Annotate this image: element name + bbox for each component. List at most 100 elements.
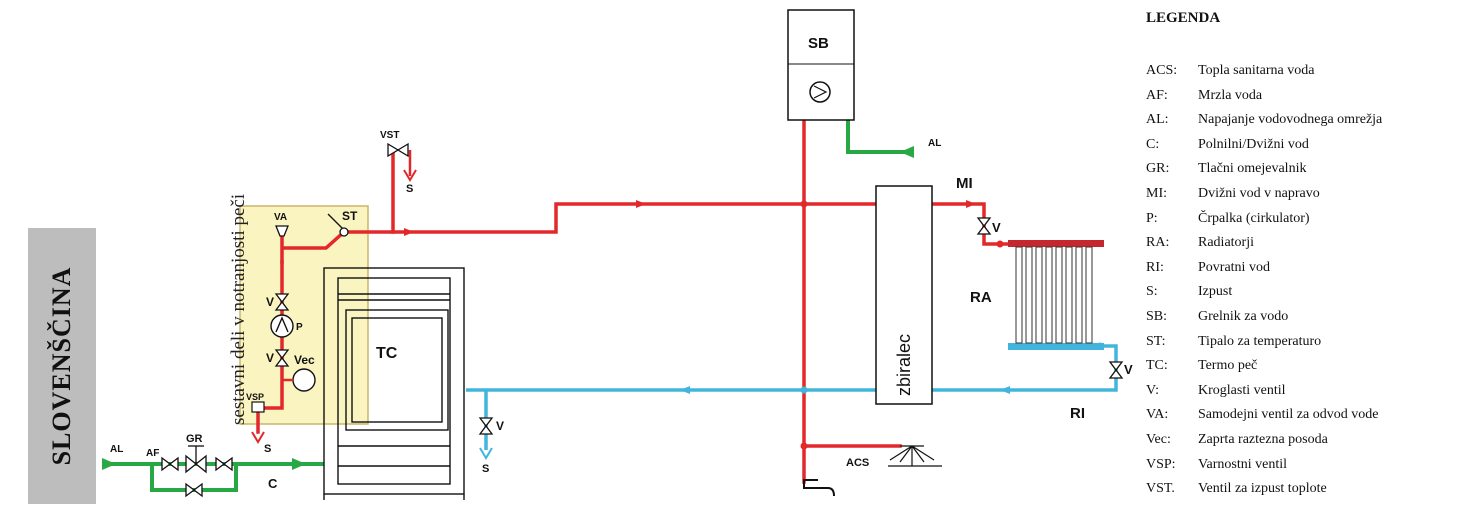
return-arrow-2 (1000, 386, 1010, 394)
valve-upper-v (274, 293, 290, 304)
legend-item-text: Termo peč (1198, 358, 1258, 374)
label-st: ST (342, 209, 358, 223)
flow-pipes (256, 118, 1010, 484)
legend-item: RI:Povratni vod (1146, 259, 1270, 277)
label-ri: RI (1070, 405, 1085, 422)
flow-pipe-panel-vertical (256, 260, 284, 410)
legend-item-code: ST: (1146, 333, 1166, 349)
supply-arrow-al-top (900, 146, 914, 158)
legend-item-code: SB: (1146, 309, 1168, 324)
vst-drain-arrow (403, 169, 417, 182)
valve-ri (1108, 361, 1124, 372)
flow-arrow-3 (966, 200, 976, 208)
label-gr: GR (186, 433, 203, 445)
label-v-mi: V (992, 220, 1001, 235)
label-v-lower: V (266, 351, 274, 365)
legend-item-text: Črpalka (cirkulator) (1198, 210, 1310, 226)
junction-dot-top (800, 200, 808, 208)
label-c: C (268, 476, 278, 491)
valve-af (161, 456, 172, 472)
legend-item-code: P: (1146, 210, 1158, 226)
label-al-top: AL (928, 138, 941, 149)
legend-item-code: GR: (1146, 161, 1170, 177)
legend-item-code: VA: (1146, 407, 1169, 423)
collector-box (875, 185, 933, 405)
legend-item: RA: Radiatorji (1146, 234, 1254, 252)
radiator-icon (1008, 240, 1104, 350)
return-drain-arrow (479, 447, 493, 460)
label-vsp: VSP (246, 392, 264, 402)
legend-item-text: Kroglasti ventil (1198, 382, 1286, 398)
legend-item: V: Kroglasti ventil (1146, 382, 1286, 400)
label-s-vsp: S (264, 443, 271, 455)
thermo-stove-icon (323, 267, 465, 500)
legend-item-text: Samodejni ventil za odvod vode (1198, 407, 1379, 423)
legend-item-code: RI: (1146, 259, 1164, 275)
water-heater-box (787, 9, 855, 121)
flow-pipe-top (342, 202, 878, 234)
legend-item: VA: Samodejni ventil za odvod vode (1146, 406, 1378, 424)
label-vst: VST (380, 130, 399, 141)
legend-item: VSP:Varnostni ventil (1146, 456, 1287, 474)
label-vec: Vec (294, 353, 315, 367)
legend-item-code: V: (1146, 382, 1159, 398)
legend-item-text: Napajanje vodovodnega omrežja (1198, 112, 1383, 128)
legend-item: AL: Napajanje vodovodnega omrežja (1146, 111, 1382, 129)
legend-item-code: RA: (1146, 235, 1170, 251)
legend-item: ST:Tipalo za temperaturo (1146, 333, 1321, 351)
label-s-return: S (482, 463, 489, 475)
legend-item-text: Grelnik za vodo (1198, 309, 1289, 324)
label-tc: TC (376, 345, 398, 362)
label-p: P (296, 322, 303, 333)
legend-item-code: AL: (1146, 112, 1169, 128)
legend-item-code: C: (1146, 136, 1160, 152)
legend-item-text: Varnostni ventil (1198, 456, 1288, 472)
legend-item-code: MI: (1146, 186, 1167, 201)
expansion-vessel-icon (292, 368, 316, 392)
legend-item-text: Dvižni vod v napravo (1198, 186, 1320, 201)
label-mi: MI (956, 175, 973, 192)
legend-item-code: AF: (1146, 87, 1168, 103)
legend-item-text: Ventil za izpust toplote (1198, 481, 1327, 497)
inner-parts-note: sestavni deli v notranjosti peči (228, 193, 249, 425)
legend-item: Vec:Zaprta raztezna posoda (1146, 431, 1328, 449)
label-v-upper: V (266, 295, 274, 309)
label-af: AF (146, 448, 159, 459)
valve-bypass (185, 482, 196, 498)
junction-dot-acs (800, 442, 808, 450)
legend-title: LEGENDA (1146, 10, 1221, 26)
legend-item: MI: Dvižni vod v napravo (1146, 185, 1320, 203)
valve-return-v (478, 417, 494, 428)
pressure-reducer-icon (185, 445, 207, 474)
legend-item: TC:Termo peč (1146, 357, 1257, 375)
legend-item: AF: Mrzla voda (1146, 87, 1262, 105)
label-al-bottom: AL (110, 444, 123, 455)
flow-arrow-1 (636, 200, 646, 208)
label-sb: SB (808, 35, 829, 52)
legend-item-text: Izpust (1198, 284, 1233, 300)
supply-arrow-al-bottom (102, 458, 116, 470)
legend-item: P: Črpalka (cirkulator) (1146, 210, 1310, 228)
legend-item: SB: Grelnik za vodo (1146, 308, 1288, 326)
pump-symbol-sb (813, 85, 828, 99)
legend-item-text: Radiatorji (1198, 235, 1254, 251)
legend-item-text: Polnilni/Dvižni vod (1198, 136, 1309, 152)
legend-item-text: Mrzla voda (1198, 87, 1263, 103)
legend-item-text: Tlačni omejevalnik (1198, 161, 1307, 177)
acs-tap-icon (803, 479, 835, 497)
valve-lower-v (274, 349, 290, 360)
diagram-labels: SB AL AL AF GR C VST S VA ST V P V Vec V… (110, 35, 1133, 491)
valve-vst (387, 142, 400, 158)
supply-arrow-c (292, 458, 306, 470)
legend-item-code: Vec: (1146, 432, 1171, 447)
legend-item-code: ACS: (1146, 63, 1178, 78)
supply-pipe-sb (846, 120, 914, 154)
junction-dot-mi (996, 240, 1004, 248)
legend-item: S:Izpust (1146, 283, 1232, 301)
return-junction-dot-2 (800, 386, 808, 394)
air-valve-icon (275, 225, 289, 237)
legend-item: C: Polnilni/Dvižni vod (1146, 136, 1309, 154)
